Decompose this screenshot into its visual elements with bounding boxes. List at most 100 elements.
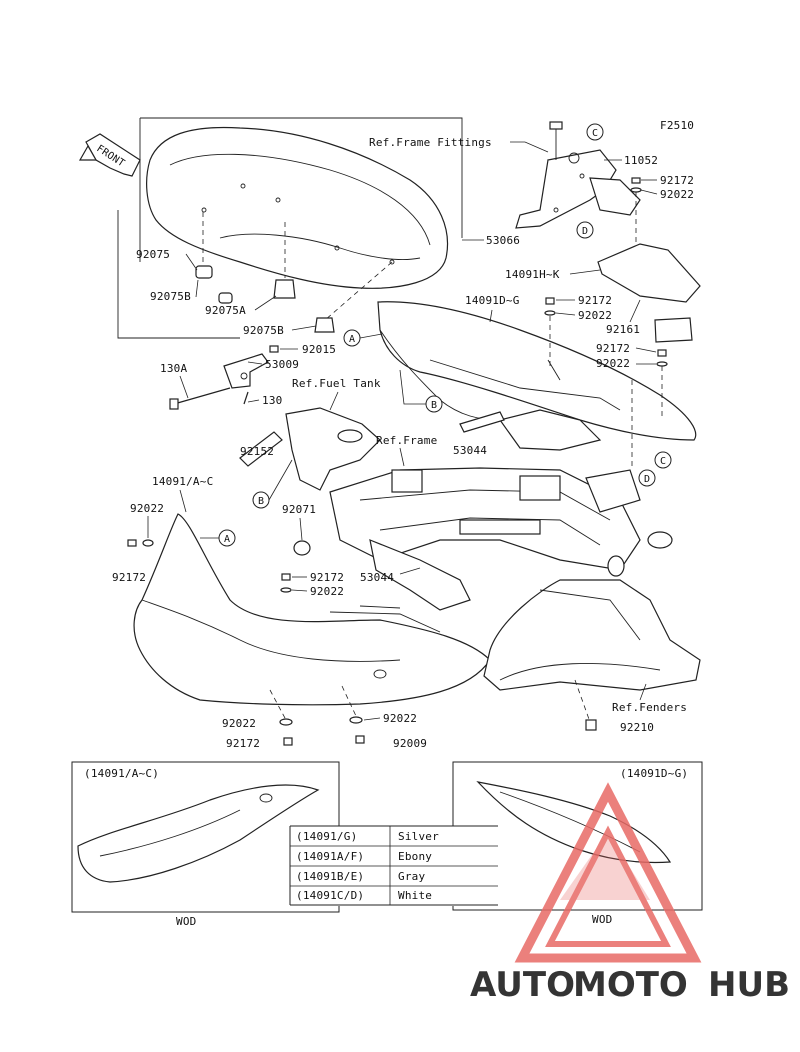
label-92075: 92075 [136,248,170,261]
color-code-2: (14091B/E) [296,870,364,883]
label-ref-frame-fittings: Ref.Frame Fittings [369,136,492,149]
label-92022-e: 92022 [310,585,344,598]
watermark-triangle-outer [514,782,702,963]
washer-92022-f [279,718,293,726]
label-92152: 92152 [240,445,274,458]
washer-92022-g [349,716,363,724]
watermark-text-auto: AUTO [470,965,575,1005]
label-92161: 92161 [606,323,640,336]
label-11052: 11052 [624,154,658,167]
bolt-130A [173,387,231,405]
label-53009: 53009 [265,358,299,371]
rod-53044 [459,411,505,433]
damper-92075A [218,292,233,304]
label-92075B-2: 92075B [243,324,284,337]
callout-A-left: A [218,529,236,547]
tail-box [654,317,693,343]
callout-B-left: B [252,491,270,509]
callout-B-mid: B [425,395,443,413]
color-name-2: Gray [398,870,425,883]
label-92022-b: 92022 [578,309,612,322]
label-92022-d: 92022 [130,502,164,515]
label-92022-c: 92022 [596,357,630,370]
label-92022-g: 92022 [383,712,417,725]
bolt-92009 [355,735,365,744]
label-92015: 92015 [302,343,336,356]
svg-text:A: A [224,534,230,545]
rear-fender-92210 [483,579,701,691]
bolt-92172-e [281,573,291,581]
damper-92075B [273,279,296,299]
front-arrow: FRONT [78,133,141,177]
label-ref-fuel-tank: Ref.Fuel Tank [292,377,381,390]
fuel-tank-rear [285,407,381,491]
svg-text:C: C [592,128,598,139]
label-92075B: 92075B [150,290,191,303]
callout-D-mid: D [638,469,656,487]
svg-text:C: C [660,456,666,467]
color-table: (14091/G) Silver (14091A/F) Ebony (14091… [289,825,498,906]
washer-92022-b [544,310,556,316]
svg-text:D: D [582,226,588,237]
inset-right-title: (14091D~G) [620,767,688,780]
damper-92075B-2 [314,317,335,333]
side-cover-14091AC [133,513,491,706]
callout-C-mid: C [654,451,672,469]
label-92172-a: 92172 [660,174,694,187]
washer-92022-a [630,187,642,193]
washer-92022-d [142,539,154,547]
bolt-92172-c [657,349,667,357]
seat-group-bracket [139,117,463,262]
label-130A: 130A [160,362,187,375]
watermark-text-moto: MOTO [573,965,688,1005]
rear-subframe [329,467,673,577]
label-130: 130 [262,394,282,407]
svg-text:B: B [258,496,264,507]
rear-fender-inner [369,539,471,611]
rod-92152 [239,431,283,467]
label-92022-f: 92022 [222,717,256,730]
svg-text:D: D [644,474,650,485]
color-code-1: (14091A/F) [296,850,364,863]
bolt-92172-f [283,737,293,746]
label-92009: 92009 [393,737,427,750]
washer-92022-e [280,587,292,593]
label-92172-e: 92172 [310,571,344,584]
bolt-92172-a [631,177,641,184]
group-bracket-left [117,210,240,339]
label-ref-frame: Ref.Frame [376,434,437,447]
figure-code: F2510 [660,119,694,132]
damper-92075 [195,265,213,279]
watermark-logo: AUTO MOTO HUB [470,782,790,1005]
bolt-92172-b [545,297,555,305]
callout-D-top: D [576,221,594,239]
bolt-130 [243,391,249,405]
label-14091DG: 14091D~G [465,294,520,307]
svg-text:A: A [349,334,355,345]
inset-left: (14091/A~C) WOD [71,761,340,928]
watermark-text-hub: HUB [708,965,790,1005]
label-53044-a: 53044 [453,444,487,457]
grommet-92071 [293,540,311,556]
label-92172-d: 92172 [112,571,146,584]
inset-right-footer: WOD [592,913,612,926]
tail-bracket-92161 [597,243,701,303]
callout-C-top: C [586,123,604,141]
label-53066: 53066 [486,234,520,247]
label-92071: 92071 [282,503,316,516]
label-14091AC: 14091/A~C [152,475,213,488]
callout-A-right: A [343,329,361,347]
inset-left-footer: WOD [176,915,196,928]
label-92172-b: 92172 [578,294,612,307]
label-92172-c: 92172 [596,342,630,355]
watermark-triangle-inner [545,825,671,947]
label-14091HK: 14091H~K [505,268,560,281]
color-name-3: White [398,889,432,902]
label-92075A: 92075A [205,304,246,317]
bolt-92172-d [127,539,137,547]
frame-fitting-bracket [515,121,641,229]
seat [146,126,449,289]
color-name-1: Ebony [398,850,432,863]
